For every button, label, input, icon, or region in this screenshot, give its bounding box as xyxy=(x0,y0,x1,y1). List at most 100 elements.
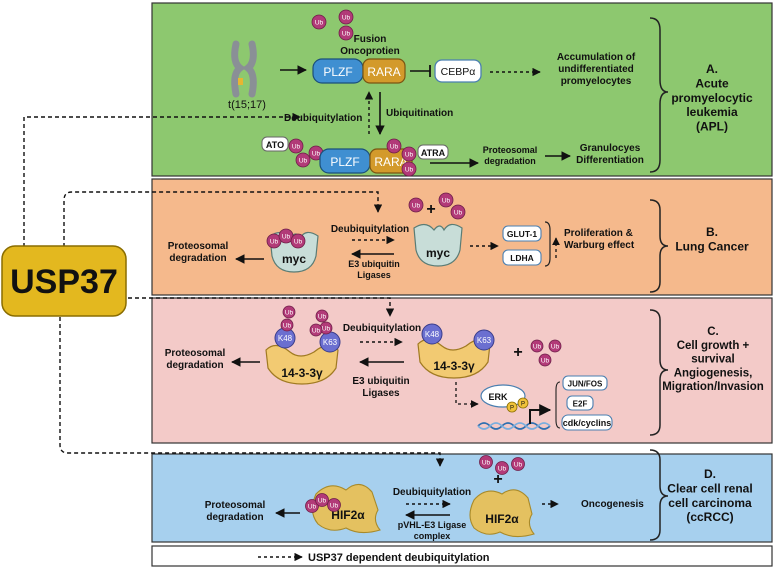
phospho-marker xyxy=(517,397,529,409)
atra-label: ATRA xyxy=(421,148,446,158)
ub-label: Ub xyxy=(282,234,291,241)
ub-marker: Ub xyxy=(282,305,296,319)
ub-label: Ub xyxy=(283,323,292,330)
bracket-b xyxy=(544,221,551,267)
ub-marker: Ub xyxy=(315,493,329,507)
usp37-connector-b xyxy=(63,191,383,247)
ub-marker: Ub xyxy=(495,461,509,475)
ub-label: Ub xyxy=(308,504,317,511)
ub-marker: Ub xyxy=(315,309,329,323)
cdk-label: cdk/cyclins xyxy=(563,418,612,428)
ub-marker: Ub xyxy=(290,233,306,249)
bracket-c xyxy=(555,381,561,429)
protein-1433-label-right: 14-3-3γ xyxy=(433,359,475,373)
ub-label: Ub xyxy=(405,152,414,159)
ub-marker: Ub xyxy=(401,161,417,177)
chromosome-icon xyxy=(231,40,257,98)
k63-circle-right xyxy=(473,329,495,351)
glut1-label: GLUT-1 xyxy=(507,229,537,239)
usp37-hub-label: USP37 xyxy=(10,263,118,301)
ub-marker: Ub xyxy=(311,14,327,30)
usp37-connector-c xyxy=(128,297,395,317)
k63-label-left: K63 xyxy=(323,338,338,347)
legend-label: USP37 dependent deubiquitylation xyxy=(308,552,490,564)
ub-label: Ub xyxy=(342,15,351,22)
jun-box xyxy=(562,375,608,391)
rara-box xyxy=(362,58,406,84)
brace-c xyxy=(649,309,669,436)
ub-label: Ub xyxy=(482,460,491,467)
ub-label: Ub xyxy=(390,144,399,151)
rara-label: RARA xyxy=(367,65,400,79)
ub-marker: Ub xyxy=(386,138,402,154)
deubiquitylation-label-c: Deubiquitylation xyxy=(343,323,421,334)
deubiquitylation-label-b: Deubiquitylation xyxy=(331,224,409,235)
protein-1433-label-left: 14-3-3γ xyxy=(281,366,323,380)
panel-b-background xyxy=(151,178,773,296)
ub-marker: Ub xyxy=(548,339,562,353)
myc-label-right: myc xyxy=(426,246,450,260)
ub-label: Ub xyxy=(412,203,421,210)
ub-marker: Ub xyxy=(295,152,311,168)
ub-label: Ub xyxy=(318,314,327,321)
e2f-box xyxy=(566,395,594,411)
plzf-label-lower: PLZF xyxy=(330,155,359,169)
dashed-arrow-erk xyxy=(455,382,479,408)
ub-label: Ub xyxy=(541,358,550,365)
ub-marker: Ub xyxy=(530,339,544,353)
ub-label: Ub xyxy=(312,151,321,158)
ub-label: Ub xyxy=(442,198,451,205)
legend-box xyxy=(151,545,773,567)
ub-label: Ub xyxy=(292,144,301,151)
k48-label-left: K48 xyxy=(278,334,293,343)
ub-label: Ub xyxy=(318,498,327,505)
brace-d xyxy=(649,449,669,541)
hif2a-protein-right xyxy=(469,489,535,538)
ub-marker: Ub xyxy=(338,9,354,25)
ub-label: Ub xyxy=(454,210,463,217)
erk-label: ERK xyxy=(488,392,508,402)
ubiquitination-label: Ubiquitination xyxy=(386,108,453,119)
myc-label-left: myc xyxy=(282,252,306,266)
hif2a-protein-left xyxy=(311,483,381,534)
myc-protein-right xyxy=(413,223,463,267)
k48-circle-right xyxy=(421,323,443,345)
ub-label: Ub xyxy=(312,328,321,335)
hif2a-label-right: HIF2α xyxy=(485,512,519,526)
ub-marker: Ub xyxy=(479,455,493,469)
ub-label: Ub xyxy=(315,20,324,27)
ub-marker: Ub xyxy=(438,192,454,208)
ub-label: Ub xyxy=(299,158,308,165)
erk-shape xyxy=(480,384,526,408)
plus-d: + xyxy=(493,471,502,488)
ub-marker: Ub xyxy=(305,499,319,513)
k48-label-right: K48 xyxy=(425,330,440,339)
ub-marker: Ub xyxy=(338,25,354,41)
ub-label: Ub xyxy=(294,239,303,246)
ub-marker: Ub xyxy=(511,457,525,471)
ub-label: Ub xyxy=(270,239,279,246)
outcome-label-b: Proliferation &Warburg effect xyxy=(564,228,635,251)
hif2a-label-left: HIF2α xyxy=(331,508,365,522)
ub-marker: Ub xyxy=(327,498,341,512)
transcription-arrow xyxy=(529,404,552,424)
ub-label: Ub xyxy=(498,466,507,473)
ub-marker: Ub xyxy=(538,353,552,367)
panel-b-title: B.Lung Cancer xyxy=(675,225,749,253)
panel-d-background xyxy=(151,453,773,543)
panel-a-background xyxy=(151,2,773,177)
ub-marker: Ub xyxy=(450,204,466,220)
cdk-box xyxy=(561,414,613,431)
k63-label-right: K63 xyxy=(477,336,492,345)
dna-strand xyxy=(477,422,551,430)
phospho-label: P xyxy=(510,406,514,412)
